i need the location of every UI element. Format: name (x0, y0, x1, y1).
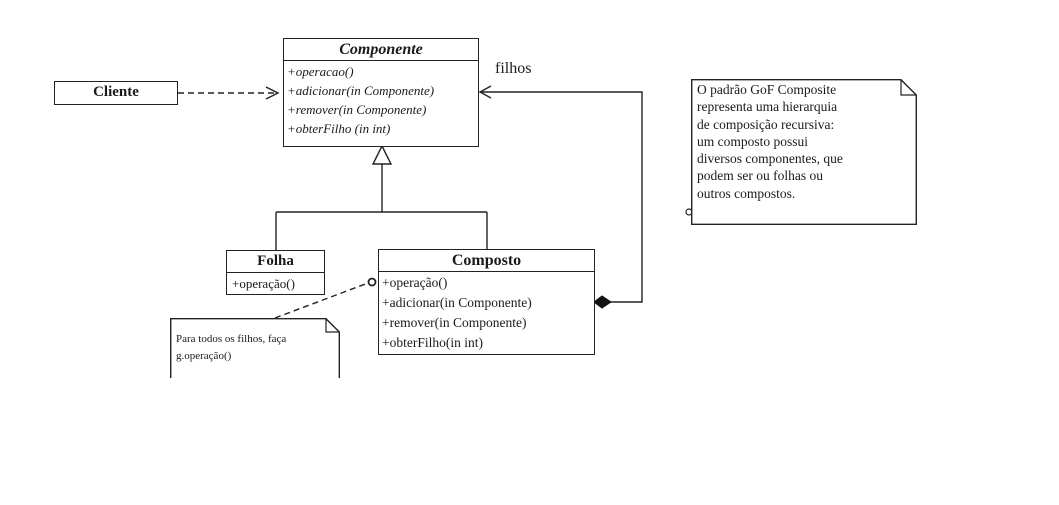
cliente-class[interactable]: Cliente (54, 81, 178, 105)
aggregation-arrowhead (478, 85, 492, 99)
componente-op-remover: +remover(in Componente) (287, 102, 427, 117)
folha-op-operacao: +operação() (232, 276, 295, 291)
note-line: outros compostos. (697, 185, 796, 201)
folha-class-name: Folha (227, 251, 324, 273)
note-line: O padrão GoF Composite (697, 82, 837, 97)
operacao-note-text: Para todos os filhos, faça g.operação() (176, 331, 286, 365)
componente-op-adicionar: +adicionar(in Componente) (287, 83, 435, 98)
note-shape (170, 318, 340, 378)
composto-op-operacao: +operação() (382, 275, 448, 290)
composto-op-remover: +remover(in Componente) (382, 315, 527, 330)
componente-op-obterfilho: +obterFilho (in int) (287, 121, 391, 136)
folha-operations: +operação() (227, 273, 324, 294)
note-anchor-line (274, 282, 369, 319)
note-line: podem ser ou folhas ou (697, 168, 823, 184)
composto-class[interactable]: Composto +operação() +adicionar(in Compo… (378, 249, 595, 355)
componente-class-name: Componente (284, 39, 478, 61)
note-anchor-circle-2 (367, 277, 377, 287)
componente-class[interactable]: Componente +operacao() +adicionar(in Com… (283, 38, 479, 147)
operacao-note[interactable]: Para todos os filhos, faça g.operação() (170, 318, 340, 378)
composto-op-adicionar: +adicionar(in Componente) (382, 295, 532, 310)
note-line: Para todos os filhos, faça (176, 333, 287, 345)
aggregation-line (481, 91, 643, 303)
aggregation-diamond (593, 295, 612, 309)
filhos-label: filhos (495, 60, 532, 77)
dependency-arrowhead (265, 86, 280, 100)
note-line: um composto possui (697, 133, 809, 149)
note-line: de composição recursiva: (697, 116, 835, 132)
componente-op-operacao: +operacao() (287, 64, 354, 79)
componente-operations: +operacao() +adicionar(in Componente) +r… (284, 61, 478, 139)
inheritance-triangle (371, 144, 393, 165)
cliente-class-name: Cliente (93, 84, 139, 100)
note-line: representa uma hierarquia (697, 99, 838, 115)
folha-class[interactable]: Folha +operação() (226, 250, 325, 295)
composto-operations: +operação() +adicionar(in Componente) +r… (379, 272, 594, 354)
composto-op-obterfilho: +obterFilho(in int) (382, 335, 483, 350)
note-line: diversos componentes, que (697, 151, 843, 167)
composite-note[interactable]: O padrão GoF Composite representa uma hi… (691, 79, 917, 225)
note-shape (691, 79, 917, 225)
composto-class-name: Composto (379, 250, 594, 272)
composite-note-text: O padrão GoF Composite representa uma hi… (697, 81, 843, 202)
note-line: g.operação() (176, 350, 232, 362)
